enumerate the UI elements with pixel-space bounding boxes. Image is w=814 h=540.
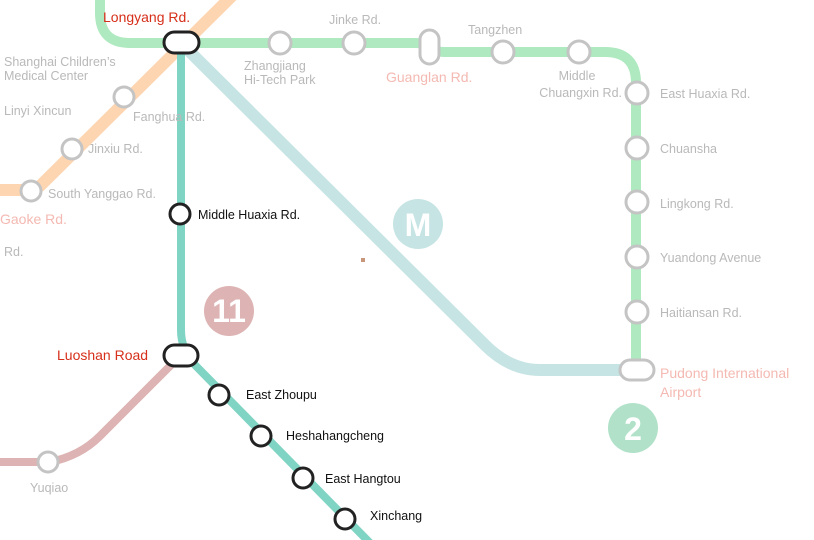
label-jinxiu: Jinxiu Rd. bbox=[88, 142, 143, 156]
label-haitiansan: Haitiansan Rd. bbox=[660, 306, 742, 320]
label-south-yanggao: South Yanggao Rd. bbox=[48, 187, 156, 201]
station-east-zhoupu[interactable] bbox=[207, 383, 231, 407]
svg-text:2: 2 bbox=[624, 411, 642, 447]
station-pudong-airport[interactable] bbox=[618, 358, 656, 382]
station-heshahangcheng[interactable] bbox=[249, 424, 273, 448]
label-guanglan: Guanglan Rd. bbox=[386, 69, 472, 85]
station-tangzhen[interactable] bbox=[490, 39, 516, 65]
station-middle-huaxia[interactable] bbox=[168, 202, 192, 226]
label-childrens-2: Medical Center bbox=[4, 69, 88, 83]
map-marker bbox=[361, 258, 365, 262]
station-haitiansan[interactable] bbox=[624, 299, 650, 325]
label-tangzhen: Tangzhen bbox=[468, 23, 522, 37]
svg-text:11: 11 bbox=[212, 293, 246, 329]
label-chuangxin-2: Chuangxin Rd. bbox=[539, 86, 622, 100]
label-xinchang: Xinchang bbox=[370, 509, 422, 523]
station-jinke[interactable] bbox=[341, 30, 367, 56]
label-pudong-airport-1: Pudong International bbox=[660, 365, 789, 381]
label-pudong-airport-2: Airport bbox=[660, 384, 701, 400]
label-childrens-1: Shanghai Children’s bbox=[4, 55, 116, 69]
label-luoshan: Luoshan Road bbox=[57, 347, 148, 363]
label-longyang: Longyang Rd. bbox=[103, 9, 190, 25]
label-yuandong: Yuandong Avenue bbox=[660, 251, 761, 265]
station-xinchang[interactable] bbox=[333, 507, 357, 531]
station-luoshan[interactable] bbox=[162, 343, 200, 368]
station-lingkong[interactable] bbox=[624, 189, 650, 215]
label-jinke: Jinke Rd. bbox=[329, 13, 381, 27]
maglev-track bbox=[177, 39, 636, 376]
maglev-badge: M bbox=[393, 199, 443, 249]
station-east-huaxia[interactable] bbox=[624, 80, 650, 106]
station-yuqiao[interactable] bbox=[36, 450, 60, 474]
station-guanglan[interactable] bbox=[418, 28, 441, 66]
station-south-yanggao[interactable] bbox=[19, 179, 43, 203]
station-fanghua[interactable] bbox=[112, 85, 136, 109]
label-east-hangtou: East Hangtou bbox=[325, 472, 401, 486]
station-yuandong[interactable] bbox=[624, 244, 650, 270]
station-middle-chuangxin[interactable] bbox=[566, 39, 592, 65]
label-linyi: Linyi Xincun bbox=[4, 104, 71, 118]
label-rd: Rd. bbox=[4, 245, 23, 259]
station-chuansha[interactable] bbox=[624, 135, 650, 161]
label-east-huaxia: East Huaxia Rd. bbox=[660, 87, 750, 101]
label-middle-huaxia: Middle Huaxia Rd. bbox=[198, 208, 300, 222]
label-yuqiao: Yuqiao bbox=[30, 481, 68, 495]
line-2-badge: 2 bbox=[608, 403, 658, 453]
svg-text:M: M bbox=[405, 207, 432, 243]
line-11-badge: 11 bbox=[204, 286, 254, 336]
label-chuansha: Chuansha bbox=[660, 142, 717, 156]
label-chuangxin-1: Middle bbox=[559, 69, 596, 83]
line-11-branch-track bbox=[0, 352, 184, 466]
label-zhangjiang-1: Zhangjiang bbox=[244, 59, 306, 73]
label-fanghua: Fanghua Rd. bbox=[133, 110, 205, 124]
line-11-track bbox=[177, 42, 373, 540]
label-zhangjiang-2: Hi-Tech Park bbox=[244, 73, 316, 87]
label-east-zhoupu: East Zhoupu bbox=[246, 388, 317, 402]
station-zhangjiang[interactable] bbox=[267, 30, 293, 56]
station-longyang[interactable] bbox=[162, 30, 201, 55]
label-lingkong: Lingkong Rd. bbox=[660, 197, 734, 211]
station-east-hangtou[interactable] bbox=[291, 466, 315, 490]
label-gaoke: Gaoke Rd. bbox=[0, 211, 67, 227]
label-heshahangcheng: Heshahangcheng bbox=[286, 429, 384, 443]
station-jinxiu[interactable] bbox=[60, 137, 84, 161]
